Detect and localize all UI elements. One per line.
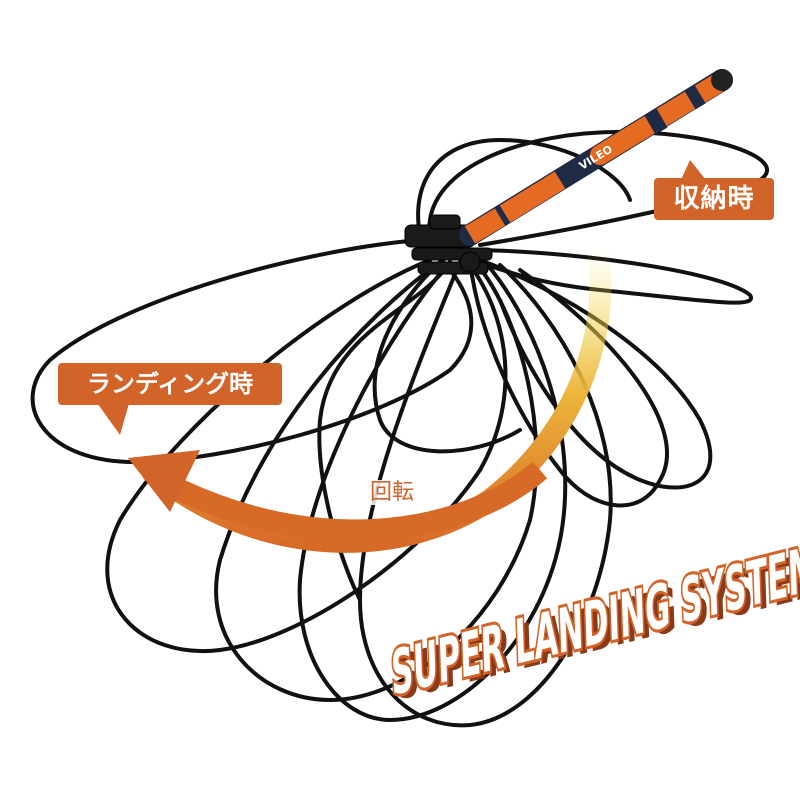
rotation-label: 回転 xyxy=(352,477,432,509)
landing-state-label: ランディング時 xyxy=(58,363,282,405)
wire-loop-front-5 xyxy=(468,260,669,508)
wire-loop-upper-left xyxy=(416,137,632,237)
wire-loop-front-4 xyxy=(357,260,613,728)
stored-state-label: 収納時 xyxy=(654,178,774,220)
rotation-arrow xyxy=(128,248,612,553)
slogan-group: SUPER LANDING SYSTEM SUPER LANDING SYSTE… xyxy=(387,530,800,715)
pole: VILEO xyxy=(459,69,733,246)
rotation-label-text: 回転 xyxy=(367,480,416,505)
landing-pointer-icon xyxy=(95,400,130,435)
arrow-head-icon xyxy=(128,450,200,512)
wire-loop-left xyxy=(30,237,474,465)
wire-loop-upper xyxy=(427,129,769,247)
slogan-text: SUPER LANDING SYSTEM xyxy=(390,533,800,710)
hub-cluster xyxy=(404,214,493,275)
